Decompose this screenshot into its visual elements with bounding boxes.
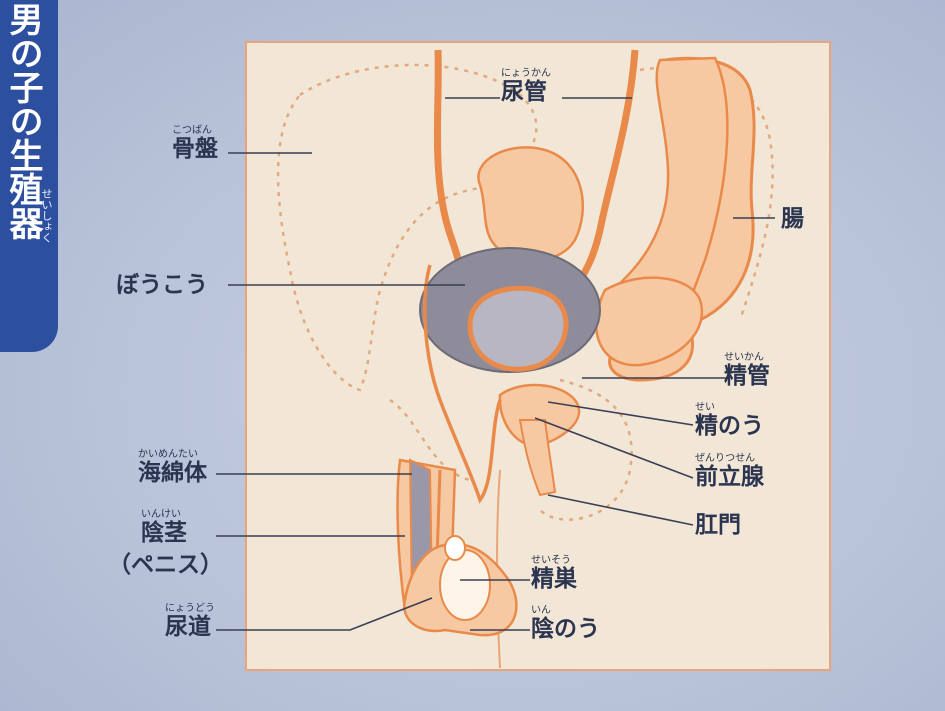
label-innou-ruby: いん: [531, 605, 600, 616]
label-nyoudou-ruby: にょうどう: [165, 603, 215, 614]
label-zenritsusen-text: 前立腺: [695, 464, 764, 490]
page-title-ruby: せいしょく: [40, 188, 52, 243]
label-seinou-text: 精のう: [695, 413, 764, 439]
label-boukou-text: ぼうこう: [116, 272, 208, 298]
label-kotsuban-text: 骨盤: [172, 136, 218, 162]
bladder-cavity: [470, 288, 566, 369]
label-seinou-ruby: せい: [695, 402, 764, 413]
label-inkei-text: 陰茎: [141, 520, 187, 546]
label-penis: （ペニス）: [108, 552, 223, 578]
label-nyokan-text: 尿管: [501, 79, 551, 105]
label-chou-text: 腸: [781, 206, 804, 232]
label-koumon: 肛門: [695, 512, 741, 538]
label-nyoudou-text: 尿道: [165, 614, 215, 640]
title-tab: 男の子の生殖器 せいしょく: [0, 0, 58, 352]
label-seikan-ruby: せいかん: [724, 352, 770, 363]
label-seisou-ruby: せいそう: [531, 555, 577, 566]
testis: [440, 550, 490, 620]
label-kaimentai-ruby: かいめんたい: [138, 449, 207, 460]
label-nyokan-ruby: にょうかん: [501, 68, 551, 79]
epididymis: [445, 536, 465, 560]
label-seikan: せいかん 精管: [724, 352, 770, 389]
label-kotsuban: こつばん 骨盤: [172, 125, 218, 162]
label-kaimentai-text: 海綿体: [138, 460, 207, 486]
label-seikan-text: 精管: [724, 363, 770, 389]
label-zenritsusen: ぜんりつせん 前立腺: [695, 453, 764, 490]
label-nyoudou: にょうどう 尿道: [165, 603, 215, 640]
label-chou: 腸: [781, 206, 804, 232]
label-inkei: いんけい 陰茎: [141, 509, 187, 546]
label-kotsuban-ruby: こつばん: [172, 125, 218, 136]
page-title: 男の子の生殖器: [2, 2, 42, 240]
label-nyokan: にょうかん 尿管: [501, 68, 551, 105]
label-seinou: せい 精のう: [695, 402, 764, 439]
label-koumon-text: 肛門: [695, 512, 741, 538]
label-boukou: ぼうこう: [116, 272, 208, 298]
label-penis-text: （ペニス）: [108, 552, 223, 578]
label-kaimentai: かいめんたい 海綿体: [138, 449, 207, 486]
label-zenritsusen-ruby: ぜんりつせん: [695, 453, 764, 464]
label-seisou-text: 精巣: [531, 566, 577, 592]
label-innou: いん 陰のう: [531, 605, 600, 642]
label-inkei-ruby: いんけい: [141, 509, 187, 520]
seminal-blob: [478, 147, 582, 260]
label-seisou: せいそう 精巣: [531, 555, 577, 592]
label-innou-text: 陰のう: [531, 616, 600, 642]
